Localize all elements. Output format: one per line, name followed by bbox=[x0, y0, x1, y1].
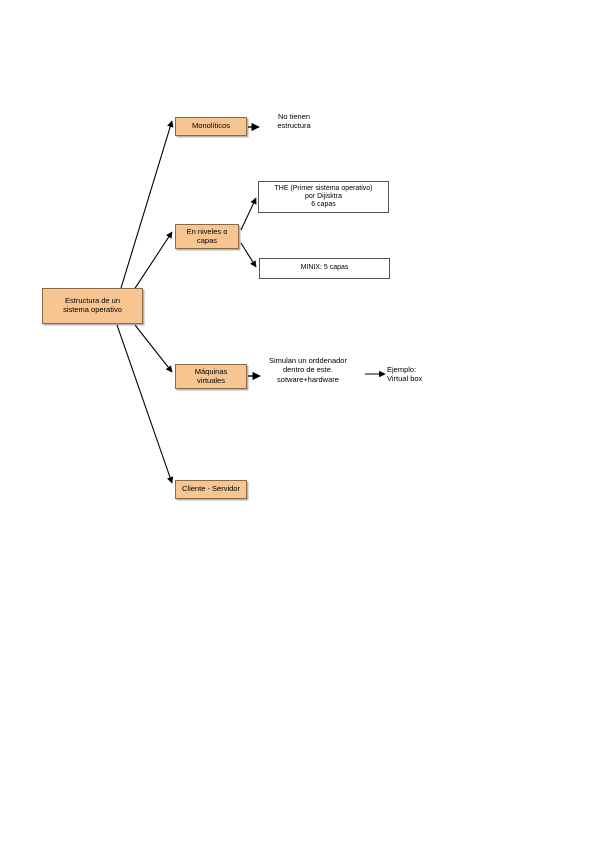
edge-root-to-cliente-servidor bbox=[116, 324, 174, 484]
node-the[interactable]: THE (Primer sistema operativo) por Dijis… bbox=[258, 181, 389, 213]
node-maquinas-virtuales[interactable]: Máquinas virtuales bbox=[175, 364, 247, 389]
node-root[interactable]: Estructura de un sistema operativo bbox=[42, 288, 143, 324]
edge-niveles-to-minix bbox=[240, 242, 257, 268]
label-monoliticos-description: No tienen estructura bbox=[277, 112, 311, 131]
node-cliente-servidor[interactable]: Cliente - Servidor bbox=[175, 480, 247, 499]
edge-niveles-to-the bbox=[240, 197, 257, 231]
node-en-niveles-o-capas[interactable]: En niveles o capas bbox=[175, 224, 239, 249]
node-minix[interactable]: MINIX: 5 capas bbox=[259, 258, 390, 279]
label-ejemplo-virtual-box: Ejemplo: Virtual box bbox=[387, 365, 423, 384]
edge-root-to-maquinas bbox=[134, 324, 173, 373]
edge-root-to-monoliticos bbox=[120, 120, 174, 289]
label-maquinas-virtuales-description: Simulan un orddenador dentro de este. so… bbox=[269, 356, 347, 384]
node-monoliticos[interactable]: Monolíticos bbox=[175, 117, 247, 136]
